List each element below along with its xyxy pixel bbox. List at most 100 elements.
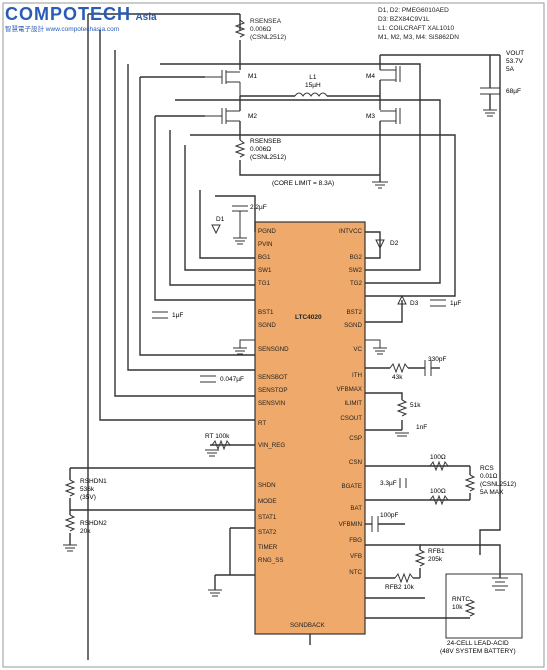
rsense-a-label: RSENSEA 0.006Ω (CSNL2512): [250, 18, 286, 42]
ic-pin-right: BG2: [349, 254, 362, 261]
rcs-value: 0.01Ω: [480, 473, 498, 480]
m1-label: M1: [248, 73, 258, 80]
ic-pin-left: VIN_REG: [258, 442, 286, 449]
ic-pin-left: RNG_SS: [258, 557, 284, 564]
ic-pin-left: SENSGND: [258, 346, 289, 353]
rcs-label: RCS 0.01Ω (CSNL2512) 5A MAX: [480, 465, 516, 497]
c-1uf-right-label: 1µF: [450, 300, 462, 307]
rfb2-name: RFB2: [385, 584, 402, 591]
ic-pin-right: BAT: [350, 505, 362, 512]
ic-pin-right: SW2: [348, 267, 362, 274]
rsense-a-value: 0.006Ω: [250, 26, 272, 33]
ic-pin-right: ITH: [352, 372, 362, 379]
note-line: D1, D2: PMEG6010AED: [378, 7, 449, 14]
notes-block: D1, D2: PMEG6010AED D3: BZX84C9V1L L1: C…: [378, 6, 459, 42]
watermark-brand: COMPOTECH: [5, 4, 131, 24]
rt-value: 100k: [215, 433, 230, 440]
c-100p-label: 100pF: [380, 512, 399, 519]
ic-pin-left: TIMER: [258, 544, 278, 551]
ic-pin-right: BGATE: [341, 483, 362, 490]
rshdn1-voltage: (35V): [80, 494, 96, 501]
ic-pin-right: VFBMIN: [338, 521, 362, 528]
d2-label: D2: [390, 240, 399, 247]
r-100b-label: 100Ω: [430, 488, 446, 495]
ic-pin-left: PVIN: [258, 241, 273, 248]
core-limit-label: (CORE LIMIT = 8.3A): [272, 180, 335, 187]
rfb2-value: 10k: [403, 584, 414, 591]
ic-pin-right: CSP: [349, 435, 362, 442]
ic-pin-left: RT: [258, 420, 267, 427]
r-51k-label: 51k: [410, 402, 421, 409]
m2-label: M2: [248, 113, 258, 120]
note-line: D3: BZX84C9V1L: [378, 16, 430, 23]
rfb1-name: RFB1: [428, 548, 445, 555]
ic-pin-left: STAT2: [258, 529, 277, 536]
c-1nf-label: 1nF: [416, 424, 428, 431]
ic-pin-left: SHDN: [258, 482, 276, 489]
ic-pin-right: VFBMAX: [336, 386, 362, 393]
ic-name: LTC4020: [295, 314, 322, 321]
c-1uf-left-label: 1µF: [172, 312, 184, 319]
note-line: M1, M2, M3, M4: SiS862DN: [378, 34, 459, 41]
l1-label: L1 15µH: [305, 74, 321, 90]
ic-pin-right: BST2: [346, 309, 362, 316]
ic-pin-right: CSN: [348, 459, 362, 466]
rsense-a-package: (CSNL2512): [250, 34, 287, 41]
rsense-a-name: RSENSEA: [250, 18, 282, 25]
rt-name: RT: [205, 433, 214, 440]
ic-pin-right: TG2: [349, 280, 362, 287]
rshdn1-name: RSHDN1: [80, 478, 107, 485]
ic-pin-right: ILIMIT: [344, 400, 362, 407]
battery-type: 24-CELL LEAD-ACID: [446, 640, 509, 647]
rcs-current: 5A MAX: [480, 489, 504, 496]
l1-name: L1: [309, 74, 317, 81]
rshdn2-label: RSHDN2 20k: [80, 520, 107, 536]
ic-pin-left: BG1: [258, 254, 271, 261]
rntc-label: RNTC 10k: [452, 596, 470, 612]
rntc-value: 10k: [452, 604, 463, 611]
l1-value: 15µH: [305, 82, 321, 89]
vout-name: VOUT: [506, 50, 525, 57]
ic-pin-right: SGND: [344, 322, 362, 329]
ic-pin-right: FBG: [349, 537, 362, 544]
ic-pin-left: SENSTOP: [258, 387, 288, 394]
rfb2-label: RFB2 10k: [385, 584, 414, 591]
watermark-sub: 智慧電子設計 www.compotechasia.com: [5, 26, 120, 33]
ic-pin-left: TG1: [258, 280, 271, 287]
rshdn2-name: RSHDN2: [80, 520, 107, 527]
vout-voltage: 53.7V: [506, 58, 523, 65]
ic-pin-left: SW1: [258, 267, 272, 274]
rshdn2-value: 20k: [80, 528, 91, 535]
battery-label: 24-CELL LEAD-ACID (48V SYSTEM BATTERY): [440, 640, 516, 656]
r-100a-label: 100Ω: [430, 454, 446, 461]
c-3p3-label: 3.3µF: [380, 480, 397, 487]
watermark: COMPOTECH Asia 智慧電子設計 www.compotechasia.…: [5, 4, 157, 33]
rsense-b-name: RSENSEB: [250, 138, 282, 145]
ic-right-pins: INTVCC BG2 SW2 TG2 BST2 SGND VC ITH VFBM…: [322, 228, 362, 582]
c-330p-label: 330pF: [428, 356, 447, 363]
d3-label: D3: [410, 300, 419, 307]
watermark-suffix: Asia: [135, 12, 157, 23]
ic-pin-right: VC: [353, 346, 362, 353]
ic-pin-right: CSOUT: [340, 415, 362, 422]
rcs-name: RCS: [480, 465, 494, 472]
rt-label: RT 100k: [205, 433, 229, 440]
ic-left-pins: PGND PVIN BG1 SW1 TG1 BST1 SGND SENSGND …: [258, 228, 289, 570]
ic-pin-left: BST1: [258, 309, 274, 316]
vout-current: 5A: [506, 66, 514, 73]
c-047-label: 0.047µF: [220, 376, 244, 383]
ic-pin-right: VFB: [349, 553, 362, 560]
ic-pin-left: STAT1: [258, 514, 277, 521]
rcs-package: (CSNL2512): [480, 481, 517, 488]
ic-pin-left: SENSBOT: [258, 374, 288, 381]
rsense-b-package: (CSNL2512): [250, 154, 287, 161]
m4-label: M4: [366, 73, 376, 80]
vout-label: VOUT 53.7V 5A: [506, 50, 524, 74]
ic-pin-left: MODE: [258, 498, 277, 505]
note-line: L1: COILCRAFT XAL1010: [378, 25, 455, 32]
cout-label: 68µF: [506, 88, 521, 95]
rntc-name: RNTC: [452, 596, 471, 603]
m3-label: M3: [366, 113, 376, 120]
